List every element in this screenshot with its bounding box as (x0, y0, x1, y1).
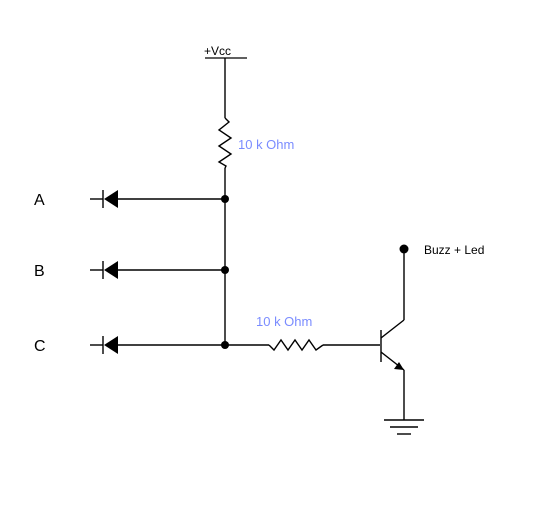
transistor-emitter-arrow (394, 362, 404, 370)
input-c: C (34, 336, 225, 355)
input-c-diode-triangle (104, 336, 118, 354)
pull-up-resistor: 10 k Ohm (217, 117, 294, 199)
transistor-collector-lead (380, 319, 405, 339)
pull-up-resistor-zigzag (217, 117, 233, 169)
input-a-diode-triangle (104, 190, 118, 208)
base-resistor-zigzag (268, 338, 324, 352)
pull-up-resistor-label: 10 k Ohm (238, 137, 294, 152)
output-node (399, 244, 409, 254)
input-a: A (34, 190, 225, 209)
input-c-label: C (34, 338, 46, 355)
npn-transistor (380, 249, 405, 420)
input-b: B (34, 261, 225, 280)
vcc-supply: +Vcc (204, 44, 247, 118)
input-b-diode-triangle (104, 261, 118, 279)
input-bus (221, 195, 229, 349)
base-resistor: 10 k Ohm (225, 314, 380, 352)
ground-symbol (384, 419, 424, 435)
base-resistor-label: 10 k Ohm (256, 314, 312, 329)
input-a-label: A (34, 192, 45, 209)
output-label: Buzz + Led (424, 243, 484, 257)
input-b-label: B (34, 263, 45, 280)
output-terminal: Buzz + Led (399, 243, 484, 257)
vcc-label: +Vcc (204, 44, 231, 58)
